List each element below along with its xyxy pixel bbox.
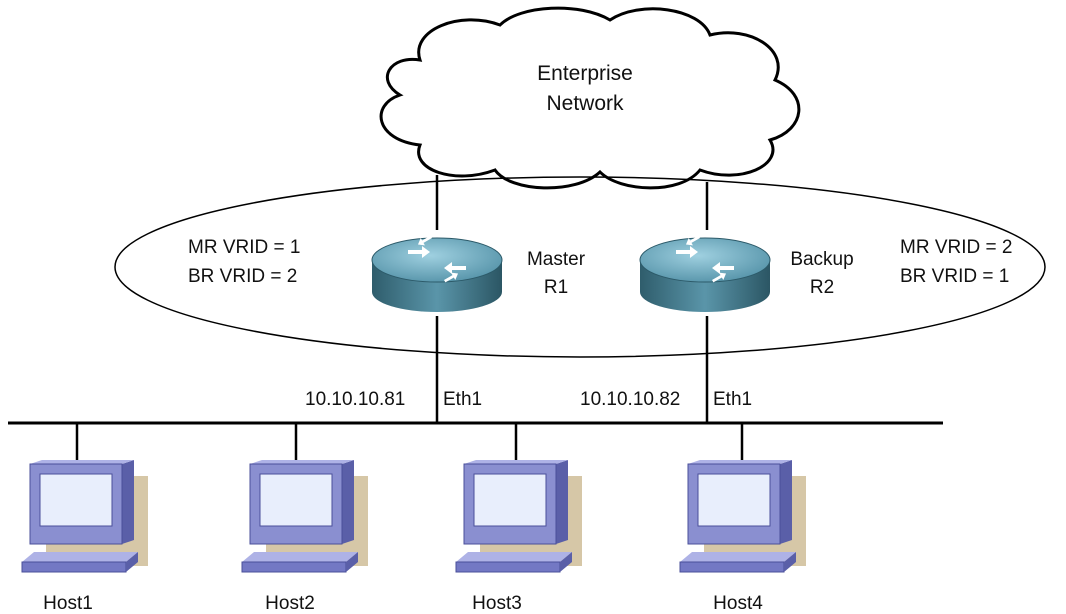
r2-ip-label: 10.10.10.82 bbox=[580, 389, 680, 410]
host4-label: Host4 bbox=[713, 593, 763, 614]
vrrp-group-ellipse bbox=[114, 176, 1046, 358]
router-r2-icon bbox=[639, 233, 771, 312]
host1-computer-icon bbox=[21, 460, 148, 573]
host3-computer-icon bbox=[455, 460, 582, 573]
r2-vrid-line1: MR VRID = 2 bbox=[900, 237, 1012, 258]
r2-name-label: R2 bbox=[810, 277, 834, 298]
r1-vrid-line2: BR VRID = 2 bbox=[188, 266, 297, 287]
r2-interface-label: Eth1 bbox=[713, 389, 752, 410]
host1-label: Host1 bbox=[43, 593, 93, 614]
cloud-label-line2: Network bbox=[546, 92, 624, 115]
router-r1-icon bbox=[371, 233, 503, 312]
r1-interface-label: Eth1 bbox=[443, 389, 482, 410]
cloud-label-line1: Enterprise bbox=[537, 62, 633, 85]
host2-label: Host2 bbox=[265, 593, 315, 614]
r1-name-label: R1 bbox=[544, 277, 568, 298]
r2-vrid-line2: BR VRID = 1 bbox=[900, 266, 1009, 287]
r2-role-label: Backup bbox=[790, 249, 853, 270]
r1-ip-label: 10.10.10.81 bbox=[305, 389, 405, 410]
host4-computer-icon bbox=[679, 460, 806, 573]
enterprise-network-cloud: Enterprise Network bbox=[379, 6, 801, 190]
r1-role-label: Master bbox=[527, 249, 586, 270]
host2-computer-icon bbox=[241, 460, 368, 573]
r1-vrid-line1: MR VRID = 1 bbox=[188, 237, 300, 258]
host3-label: Host3 bbox=[472, 593, 522, 614]
